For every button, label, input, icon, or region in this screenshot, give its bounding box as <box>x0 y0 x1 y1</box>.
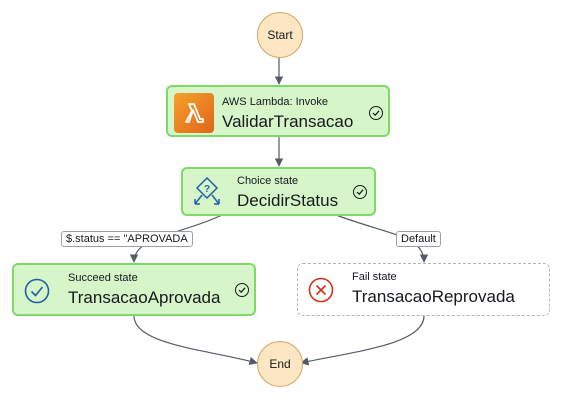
succeed-state-icon <box>24 278 50 304</box>
checkmark-circle-icon <box>235 283 249 297</box>
choice-state-icon: ? <box>191 176 223 210</box>
edge-reprovada-to-end <box>300 315 425 366</box>
state-validar-transacao[interactable]: AWS Lambda: Invoke ValidarTransacao <box>166 85 390 137</box>
svg-text:?: ? <box>204 184 210 195</box>
end-node[interactable]: End <box>257 341 303 387</box>
state-type-label: Fail state <box>352 271 397 283</box>
state-transacao-aprovada[interactable]: Succeed state TransacaoAprovada <box>12 263 256 316</box>
state-name-label: TransacaoAprovada <box>68 288 221 307</box>
state-name-label: ValidarTransacao <box>222 112 354 131</box>
state-type-label: Choice state <box>237 175 299 187</box>
edge-label-default: Default <box>396 231 441 247</box>
start-label: Start <box>267 28 293 42</box>
fail-state-icon <box>308 277 334 303</box>
state-type-label: AWS Lambda: Invoke <box>222 96 328 108</box>
edge-label-choice-rule: $.status == "APROVADA <box>61 231 193 247</box>
state-transacao-reprovada[interactable]: Fail state TransacaoReprovada <box>297 263 550 316</box>
checkmark-circle-icon <box>369 106 383 120</box>
edge-aprovada-to-end <box>133 315 258 366</box>
end-label: End <box>269 357 291 371</box>
start-node[interactable]: Start <box>257 12 303 58</box>
aws-lambda-icon <box>174 93 214 133</box>
state-decidir-status[interactable]: ? Choice state DecidirStatus <box>181 167 376 216</box>
state-type-label: Succeed state <box>68 272 138 284</box>
state-name-label: TransacaoReprovada <box>352 287 515 306</box>
state-name-label: DecidirStatus <box>237 191 339 210</box>
checkmark-circle-icon <box>353 185 367 199</box>
